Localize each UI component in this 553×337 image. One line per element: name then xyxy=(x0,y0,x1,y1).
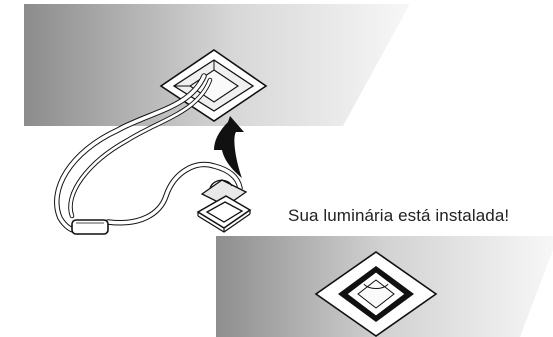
cable xyxy=(54,73,243,235)
electrical-driver xyxy=(71,219,109,235)
installation-arrow xyxy=(214,116,244,178)
recessed-light-fixture xyxy=(196,179,252,233)
installed-caption: Sua luminária está instalada! xyxy=(288,206,510,225)
installed-fixture xyxy=(314,251,438,337)
